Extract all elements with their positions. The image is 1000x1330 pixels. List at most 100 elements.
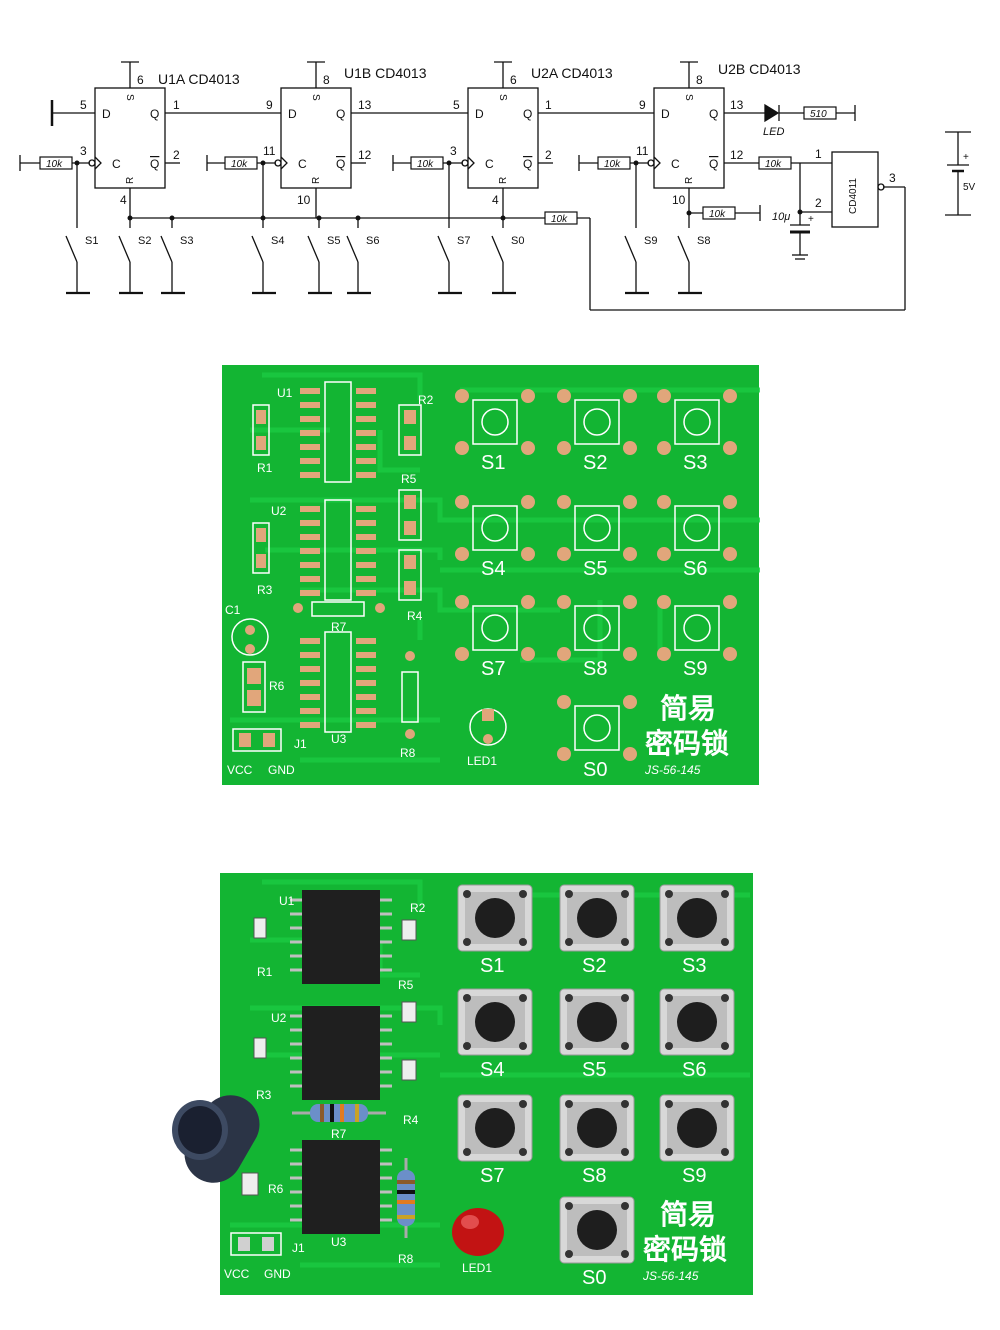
key-label: S6: [683, 558, 707, 580]
chip-label-u2b: U2B CD4013: [718, 61, 801, 77]
pin-num: 13: [358, 98, 372, 112]
circuit-schematic: U1A CD4013 U1B CD4013 U2A CD4013 U2B CD4…: [19, 61, 976, 311]
supply-plus: +: [963, 152, 969, 163]
ref-u3: U3: [331, 1235, 347, 1249]
switch-label: S5: [327, 235, 340, 247]
resistor-value: 10k: [604, 159, 621, 170]
key-pad-s4: S4: [455, 495, 535, 580]
key-button-s0[interactable]: S0: [559, 1196, 635, 1289]
led-label: LED: [763, 126, 784, 138]
key-pad-s3: S3: [657, 389, 737, 474]
pin-num: 11: [636, 144, 649, 158]
key-button-s9[interactable]: S9: [659, 1094, 735, 1187]
ref-r5: R5: [398, 978, 414, 992]
pin-letter-qbar: Q: [336, 157, 345, 171]
ref-r1: R1: [257, 461, 273, 475]
ff-u2a-box: [467, 87, 539, 189]
resistor-value: 10k: [231, 159, 248, 170]
resistor-value: 10k: [46, 159, 63, 170]
key-button-s3[interactable]: S3: [659, 884, 735, 977]
pin-letter-q: Q: [336, 107, 345, 121]
pin-letter-d: D: [102, 107, 111, 121]
board-title-line1: 简易: [660, 1198, 716, 1231]
pin-num: 8: [323, 73, 330, 87]
key-button-s8[interactable]: S8: [559, 1094, 635, 1187]
board-title-line2: 密码锁: [645, 727, 729, 760]
pin-num: 10: [672, 193, 686, 207]
switch-label: S3: [180, 235, 193, 247]
board-model: JS-56-145: [642, 1269, 699, 1283]
pin-num: 13: [730, 98, 744, 112]
pin-letter-s: S: [497, 94, 508, 101]
ref-r5: R5: [401, 472, 417, 486]
ref-j1: J1: [292, 1241, 305, 1255]
gate-cd4011-box: [831, 151, 879, 228]
key-label: S1: [480, 955, 504, 977]
pin-letter-s: S: [310, 94, 321, 101]
pin-letter-r: R: [684, 177, 695, 184]
key-pad-s8: S8: [557, 595, 637, 680]
ref-r1: R1: [257, 965, 273, 979]
key-button-s1[interactable]: S1: [457, 884, 533, 977]
ff-u1b-box: [280, 87, 352, 189]
led-resistor-value: 510: [810, 109, 827, 120]
ref-r6: R6: [269, 679, 285, 693]
pin-letter-c: C: [298, 157, 307, 171]
label-vcc: VCC: [224, 1267, 250, 1281]
key-label: S3: [682, 955, 706, 977]
label-vcc: VCC: [227, 763, 253, 777]
ref-u1: U1: [277, 386, 293, 400]
pin-num: 5: [80, 98, 87, 112]
key-label: S8: [582, 1165, 606, 1187]
key-pad-s9: S9: [657, 595, 737, 680]
ref-u2: U2: [271, 504, 287, 518]
ref-r4: R4: [407, 609, 423, 623]
pin-letter-c: C: [112, 157, 121, 171]
chip-label-u1b: U1B CD4013: [344, 65, 427, 81]
board-model: JS-56-145: [644, 763, 701, 777]
pin-letter-d: D: [475, 107, 484, 121]
key-label: S9: [682, 1165, 706, 1187]
pin-letter-q: Q: [709, 107, 718, 121]
board-title-line1: 简易: [660, 692, 716, 725]
key-label: S0: [583, 759, 607, 781]
key-button-s2[interactable]: S2: [559, 884, 635, 977]
key-label: S8: [583, 658, 607, 680]
switch-label: S4: [271, 235, 284, 247]
pin-num: 4: [492, 193, 499, 207]
pin-letter-c: C: [485, 157, 494, 171]
pin-num: 1: [545, 98, 552, 112]
pin-num: 6: [510, 73, 517, 87]
key-button-s6[interactable]: S6: [659, 988, 735, 1081]
key-button-s4[interactable]: S4: [457, 988, 533, 1081]
pin-num: 9: [639, 98, 646, 112]
key-label: S7: [481, 658, 505, 680]
key-pad-s7: S7: [455, 595, 535, 680]
switch-label: S9: [644, 235, 657, 247]
chip-label-u1a: U1A CD4013: [158, 71, 240, 87]
pin-num: 12: [358, 148, 372, 162]
resistor-value: 10k: [709, 209, 726, 220]
pin-letter-r: R: [125, 177, 136, 184]
cap-plus: +: [808, 214, 814, 225]
ff-u2b-box: [653, 87, 725, 189]
pin-letter-d: D: [661, 107, 670, 121]
ref-r7: R7: [331, 1127, 347, 1141]
cap-label: 10μ: [772, 211, 790, 223]
gate-pin-3: 3: [889, 171, 896, 185]
switch-label: S6: [366, 235, 379, 247]
gate-pin-2: 2: [815, 196, 822, 210]
ref-r3: R3: [257, 583, 273, 597]
pin-num: 1: [173, 98, 180, 112]
key-button-s7[interactable]: S7: [457, 1094, 533, 1187]
key-pad-s1: S1: [455, 389, 535, 474]
ref-r2: R2: [418, 393, 434, 407]
ref-r2: R2: [410, 901, 426, 915]
pin-num: 11: [263, 144, 276, 158]
key-label: S7: [480, 1165, 504, 1187]
label-gnd: GND: [268, 763, 295, 777]
key-label: S6: [682, 1059, 706, 1081]
pin-num: 5: [453, 98, 460, 112]
pin-num: 9: [266, 98, 273, 112]
key-button-s5[interactable]: S5: [559, 988, 635, 1081]
